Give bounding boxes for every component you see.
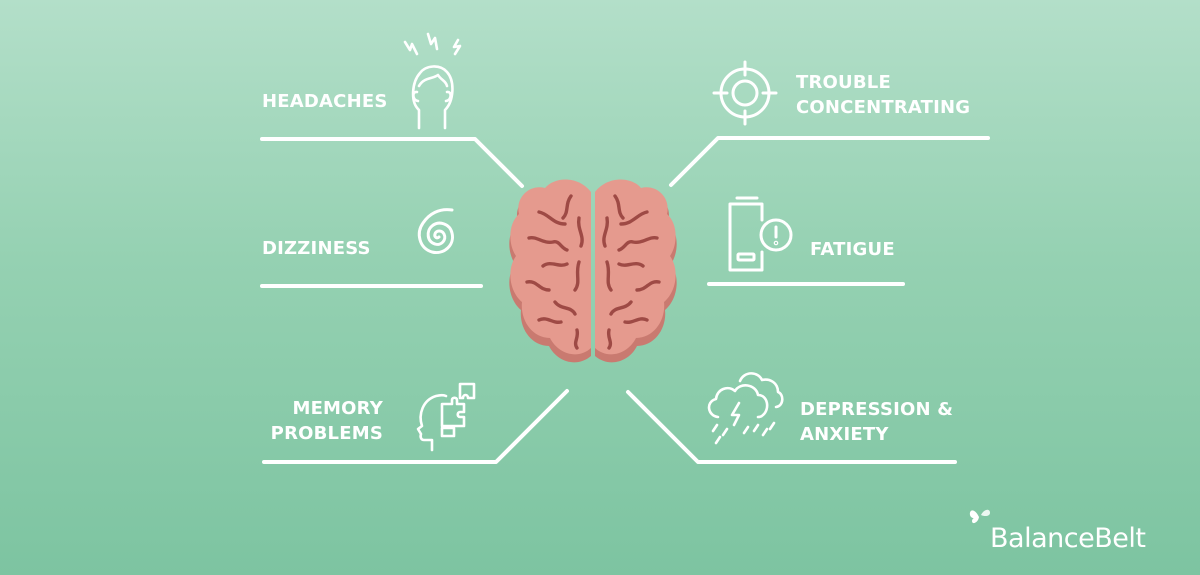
fatigue-label: FATIGUE bbox=[810, 239, 895, 260]
head-pain-icon bbox=[400, 30, 470, 130]
low-battery-icon bbox=[722, 190, 802, 275]
depression-connector bbox=[626, 390, 957, 464]
spiral-icon bbox=[404, 200, 474, 270]
puzzle-head-icon bbox=[408, 380, 483, 455]
concentrating-connector bbox=[669, 136, 990, 187]
dizziness-label: DIZZINESS bbox=[262, 238, 371, 259]
brand-logo: BalanceBelt bbox=[968, 505, 1178, 555]
headaches-connector bbox=[260, 137, 524, 188]
brain-icon bbox=[505, 178, 680, 373]
headaches-label: HEADACHES bbox=[262, 91, 388, 112]
memory-connector bbox=[262, 389, 569, 464]
memory-problems-label: MEMORY PROBLEMS bbox=[270, 398, 383, 444]
depression-anxiety-label: DEPRESSION & ANXIETY bbox=[800, 399, 954, 445]
target-icon bbox=[708, 60, 783, 135]
storm-cloud-icon bbox=[700, 365, 788, 453]
butterfly-icon bbox=[969, 509, 990, 524]
brand-name: BalanceBelt bbox=[990, 523, 1146, 554]
trouble-concentrating-label: TROUBLE CONCENTRATING bbox=[796, 72, 971, 118]
